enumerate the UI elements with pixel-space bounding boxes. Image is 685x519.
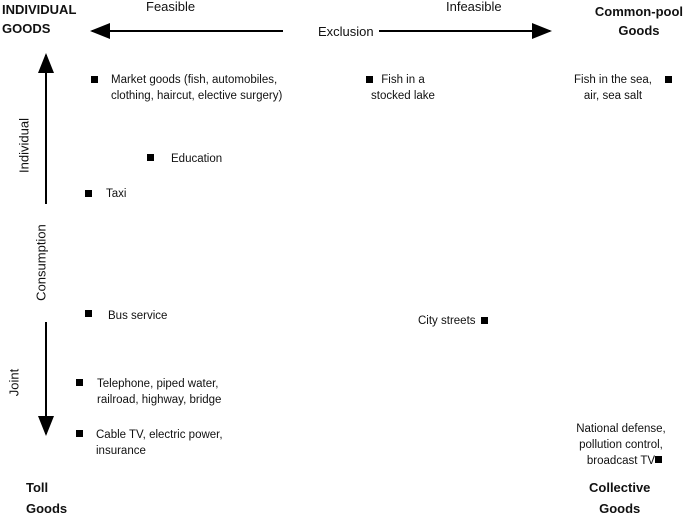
item-city-streets: City streets <box>418 313 476 329</box>
item-line: Fish in a <box>381 74 425 86</box>
item-line: clothing, haircut, elective surgery) <box>111 90 283 102</box>
corner-individual-goods: INDIVIDUAL GOODS <box>2 0 76 38</box>
corner-line: GOODS <box>2 21 51 36</box>
item-line: City streets <box>418 315 476 327</box>
item-line: railroad, highway, bridge <box>97 394 222 406</box>
corner-line: Collective <box>589 480 651 495</box>
item-telephone-water: Telephone, piped water, railroad, highwa… <box>97 376 221 408</box>
corner-line: Goods <box>599 501 641 516</box>
item-education: Education <box>171 151 222 167</box>
item-marker <box>76 379 83 386</box>
item-line: insurance <box>96 445 146 457</box>
item-market-goods: Market goods (fish, automobiles, clothin… <box>111 72 282 104</box>
item-line: Fish in the sea, <box>574 74 652 86</box>
corner-line: Toll <box>26 480 49 495</box>
item-line: Telephone, piped water, <box>97 378 219 390</box>
item-marker <box>91 76 98 83</box>
item-marker <box>665 76 672 83</box>
corner-collective-goods: Collective Goods <box>589 477 650 519</box>
item-line: Bus service <box>108 310 168 322</box>
corner-line: Goods <box>618 23 660 38</box>
item-line: broadcast TV <box>586 455 656 467</box>
consumption-label: Consumption <box>33 224 49 301</box>
corner-common-pool-goods: Common-pool Goods <box>595 2 683 40</box>
item-fish-in-sea: Fish in the sea, air, sea salt <box>565 72 661 104</box>
item-line: pollution control, <box>579 439 663 451</box>
item-marker <box>481 317 488 324</box>
item-cable-tv: Cable TV, electric power, insurance <box>96 427 223 459</box>
corner-line: Common-pool <box>594 4 683 19</box>
corner-toll-goods: Toll Goods <box>26 477 67 519</box>
item-line: Taxi <box>106 188 127 200</box>
item-marker <box>85 310 92 317</box>
item-marker <box>76 430 83 437</box>
item-line: National defense, <box>576 423 666 435</box>
individual-label: Individual <box>16 118 32 173</box>
item-line: Market goods (fish, automobiles, <box>111 74 278 86</box>
feasible-label: Feasible <box>146 0 196 14</box>
item-line: air, sea salt <box>583 90 643 102</box>
item-marker <box>147 154 154 161</box>
corner-line: INDIVIDUAL <box>2 2 77 17</box>
exclusion-label: Exclusion <box>318 24 374 39</box>
item-bus-service: Bus service <box>108 308 167 324</box>
item-marker <box>366 76 373 83</box>
item-line: Education <box>171 153 223 165</box>
item-marker <box>85 190 92 197</box>
item-marker <box>655 456 662 463</box>
item-fish-stocked-lake: Fish in a stocked lake <box>363 72 443 104</box>
item-line: Cable TV, electric power, <box>96 429 223 441</box>
item-taxi: Taxi <box>106 186 126 202</box>
item-national-defense: National defense, pollution control, bro… <box>573 421 669 469</box>
joint-label: Joint <box>6 368 22 397</box>
corner-line: Goods <box>26 501 68 516</box>
infeasible-label: Infeasible <box>446 0 502 14</box>
item-line: stocked lake <box>371 90 435 102</box>
